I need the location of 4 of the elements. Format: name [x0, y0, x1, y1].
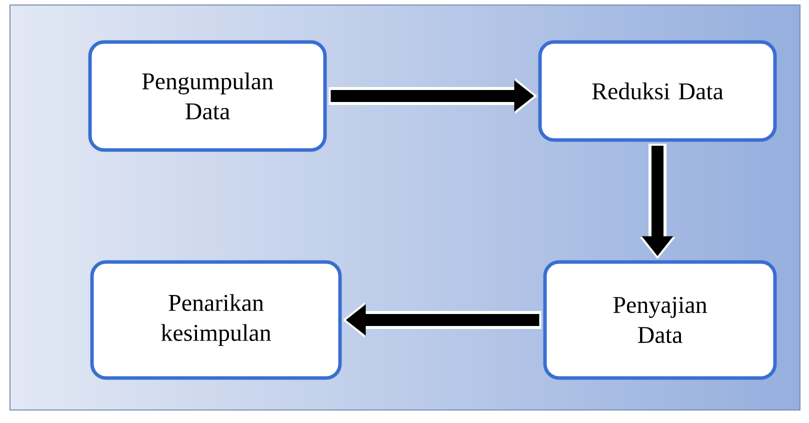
process-box: Reduksi Data: [538, 40, 777, 142]
process-box: Penyajian Data: [543, 260, 777, 380]
process-box: Pengumpulan Data: [88, 40, 327, 152]
process-box: Penarikan kesimpulan: [90, 260, 342, 380]
